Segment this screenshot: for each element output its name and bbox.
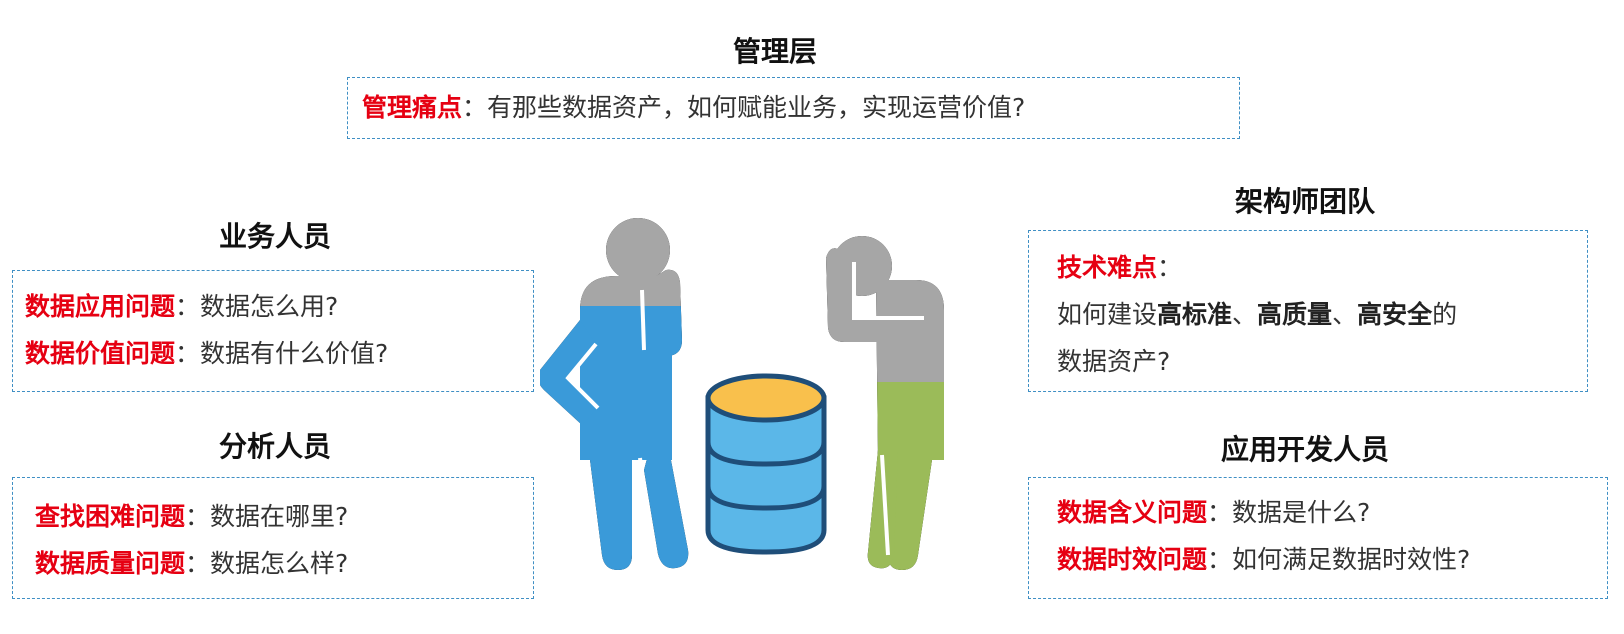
developer-item-2-key: 数据时效问题 (1057, 545, 1208, 574)
developer-item-1-text: 数据是什么? (1232, 498, 1371, 527)
architect-line-2-b2: 高质量 (1257, 300, 1333, 329)
analyst-item-2: 数据质量问题：数据怎么样? (35, 551, 348, 576)
architect-line-2-b3: 高安全 (1357, 300, 1433, 329)
architect-sep: ： (1157, 253, 1183, 282)
architect-line-2: 如何建设高标准、高质量、高安全的 (1057, 302, 1457, 327)
management-title: 管理层 (732, 35, 817, 68)
architect-key: 技术难点 (1057, 253, 1158, 282)
center-illustration (540, 218, 944, 570)
business-item-1-text: 数据怎么用? (200, 292, 339, 321)
developer-item-2-sep: ： (1207, 545, 1233, 574)
architect-line-2-s2: 、 (1332, 300, 1358, 329)
management-sep: ： (462, 93, 488, 122)
developer-item-1-sep: ： (1207, 498, 1233, 527)
developer-box: 数据含义问题：数据是什么? 数据时效问题：如何满足数据时效性? (1028, 477, 1608, 599)
architect-title: 架构师团队 (1234, 185, 1375, 218)
developer-item-2: 数据时效问题：如何满足数据时效性? (1057, 547, 1470, 572)
architect-line-2-p1: 如何建设 (1057, 300, 1158, 329)
architect-line-2-b1: 高标准 (1157, 300, 1233, 329)
analyst-item-2-key: 数据质量问题 (35, 549, 186, 578)
analyst-box: 查找困难问题：数据在哪里? 数据质量问题：数据怎么样? (12, 477, 534, 599)
developer-item-1: 数据含义问题：数据是什么? (1057, 500, 1370, 525)
developer-item-2-text: 如何满足数据时效性? (1232, 545, 1471, 574)
analyst-item-2-text: 数据怎么样? (210, 549, 349, 578)
database-icon (705, 373, 827, 555)
architect-line-2-p2: 的 (1432, 300, 1458, 329)
business-box: 数据应用问题：数据怎么用? 数据价值问题：数据有什么价值? (12, 270, 534, 392)
analyst-item-2-sep: ： (185, 549, 211, 578)
management-text: 有那些数据资产，如何赋能业务，实现运营价值? (487, 93, 1026, 122)
architect-line-3: 数据资产? (1057, 349, 1170, 374)
analyst-title: 分析人员 (218, 430, 331, 463)
business-item-2-text: 数据有什么价值? (200, 339, 389, 368)
management-line: 管理痛点：有那些数据资产，如何赋能业务，实现运营价值? (362, 95, 1025, 120)
management-key: 管理痛点 (362, 93, 463, 122)
left-person-icon (540, 218, 689, 570)
analyst-item-1-text: 数据在哪里? (210, 502, 349, 531)
business-title: 业务人员 (218, 220, 331, 253)
architect-line-3-text: 数据资产? (1057, 347, 1171, 376)
architect-line-2-s1: 、 (1232, 300, 1258, 329)
right-person-icon (826, 236, 944, 570)
developer-item-1-key: 数据含义问题 (1057, 498, 1208, 527)
analyst-item-1-sep: ： (185, 502, 211, 531)
business-item-1-key: 数据应用问题 (25, 292, 176, 321)
analyst-item-1: 查找困难问题：数据在哪里? (35, 504, 348, 529)
architect-line-1: 技术难点： (1057, 255, 1182, 280)
architect-box: 技术难点： 如何建设高标准、高质量、高安全的 数据资产? (1028, 230, 1588, 392)
business-item-2: 数据价值问题：数据有什么价值? (25, 341, 388, 366)
analyst-item-1-key: 查找困难问题 (35, 502, 186, 531)
business-item-1: 数据应用问题：数据怎么用? (25, 294, 338, 319)
business-item-2-key: 数据价值问题 (25, 339, 176, 368)
developer-title: 应用开发人员 (1220, 433, 1389, 466)
business-item-1-sep: ： (175, 292, 201, 321)
management-box: 管理痛点：有那些数据资产，如何赋能业务，实现运营价值? (347, 77, 1240, 139)
business-item-2-sep: ： (175, 339, 201, 368)
